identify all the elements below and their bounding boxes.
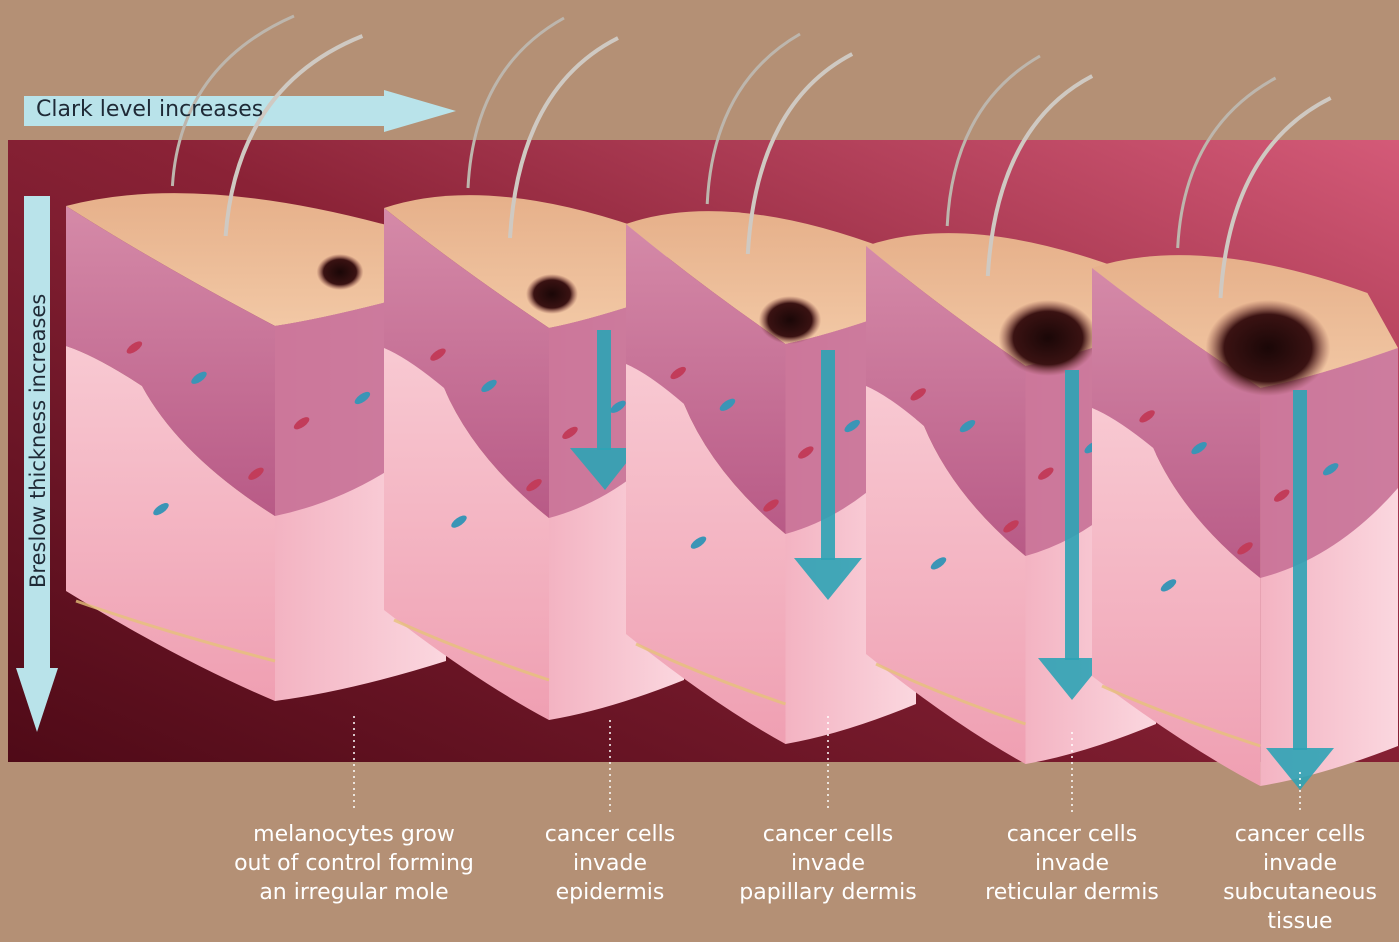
- mole: [999, 300, 1098, 376]
- breslow-thickness-label: Breslow thickness increases: [26, 294, 50, 588]
- mole: [759, 296, 821, 344]
- mole: [526, 274, 578, 314]
- stage-3-caption: cancer cells invade papillary dermis: [718, 820, 938, 907]
- stage-5-caption: cancer cells invade subcutaneous tissue: [1200, 820, 1399, 936]
- stage-1-caption: melanocytes grow out of control forming …: [214, 820, 494, 907]
- invasion-arrow-shaft: [1065, 370, 1079, 660]
- invasion-arrow-shaft: [597, 330, 611, 450]
- stage-4-caption: cancer cells invade reticular dermis: [962, 820, 1182, 907]
- mole: [317, 254, 364, 290]
- clark-level-label: Clark level increases: [36, 97, 263, 122]
- stage-2-caption: cancer cells invade epidermis: [500, 820, 720, 907]
- mole: [1206, 300, 1331, 396]
- invasion-arrow-shaft: [1293, 390, 1307, 750]
- invasion-arrow-shaft: [821, 350, 835, 560]
